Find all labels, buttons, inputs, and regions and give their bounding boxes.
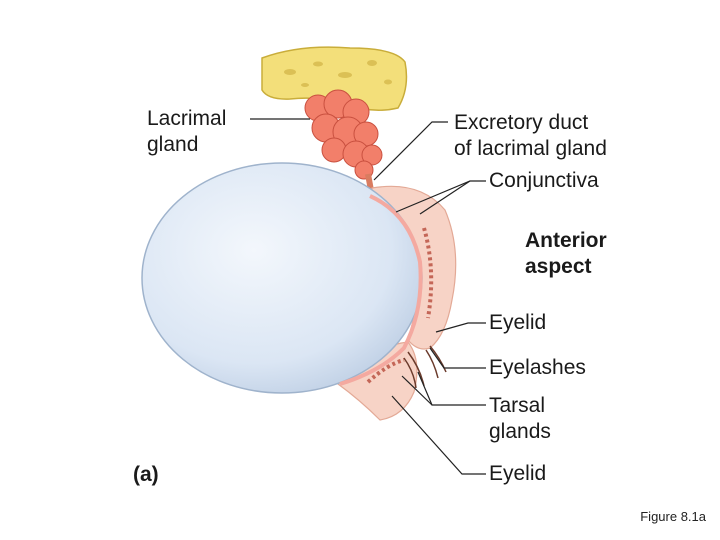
label-tarsal-glands-line1: Tarsal <box>489 394 546 417</box>
label-eyelid-upper: Eyelid <box>489 311 547 334</box>
label-eyelid-lower: Eyelid <box>489 462 547 485</box>
figure-caption: Figure 8.1a <box>640 509 706 524</box>
label-lacrimal-gland: Lacrimal gland <box>147 106 226 158</box>
label-lacrimal-gland-line2: gland <box>147 133 199 156</box>
conjunctiva-shape <box>339 194 423 386</box>
eyeball <box>141 162 423 394</box>
label-tarsal-glands: Tarsal glands <box>489 393 551 445</box>
panel-label: (a) <box>133 463 159 486</box>
leader-lines <box>250 118 486 475</box>
label-tarsal-glands-line2: glands <box>489 420 551 443</box>
lacrimal-gland-shape <box>304 89 383 180</box>
label-eyelashes: Eyelashes <box>489 356 586 379</box>
label-anterior-aspect: Anterior aspect <box>525 228 607 280</box>
label-excretory-duct: Excretory duct of lacrimal gland <box>454 110 607 162</box>
label-anterior-aspect-line2: aspect <box>525 255 592 278</box>
label-excretory-duct-line2: of lacrimal gland <box>454 137 607 160</box>
label-conjunctiva: Conjunctiva <box>489 169 599 192</box>
label-lacrimal-gland-line1: Lacrimal <box>147 107 227 130</box>
label-anterior-aspect-line1: Anterior <box>525 229 607 252</box>
label-excretory-duct-line1: Excretory duct <box>454 111 589 134</box>
